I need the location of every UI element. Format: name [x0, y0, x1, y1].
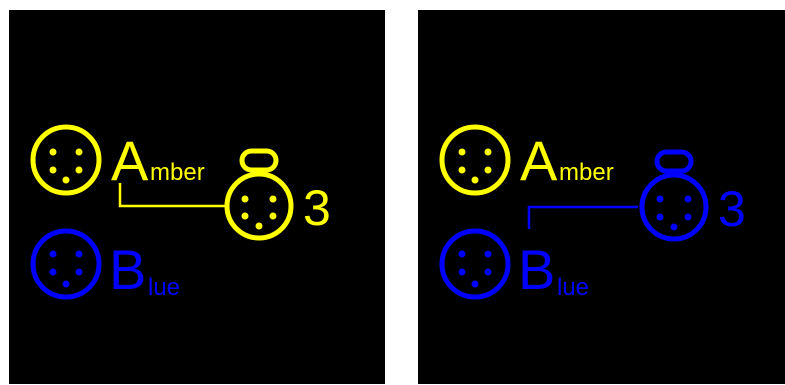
blue-routing-diagram: A mber B lue 3 [439, 124, 746, 301]
amber-routing-diagram: A mber B lue 3 [30, 124, 331, 301]
blue-label-initial: B [518, 238, 555, 301]
connection-line [118, 183, 229, 208]
output-channel-number: 3 [718, 181, 746, 237]
panel-amber-connected: A mber B lue 3 [9, 10, 385, 384]
amber-dmx-input-icon [30, 124, 102, 196]
panel-blue-connected: A mber B lue 3 [418, 10, 785, 384]
blue-label-rest: lue [148, 274, 180, 301]
amber-label-rest: mber [150, 159, 205, 186]
blue-label-initial: B [109, 238, 146, 301]
amber-label-initial: A [520, 129, 558, 192]
output-xlr-connector-icon [639, 149, 709, 242]
amber-label-rest: mber [559, 159, 614, 186]
blue-dmx-input-icon [30, 228, 102, 300]
connection-line [527, 205, 638, 229]
output-channel-number: 3 [303, 180, 331, 236]
output-xlr-connector-icon [224, 148, 294, 241]
blue-label-rest: lue [557, 274, 589, 301]
amber-label-initial: A [111, 129, 149, 192]
blue-dmx-input-icon [439, 228, 511, 300]
amber-dmx-input-icon [439, 124, 511, 196]
